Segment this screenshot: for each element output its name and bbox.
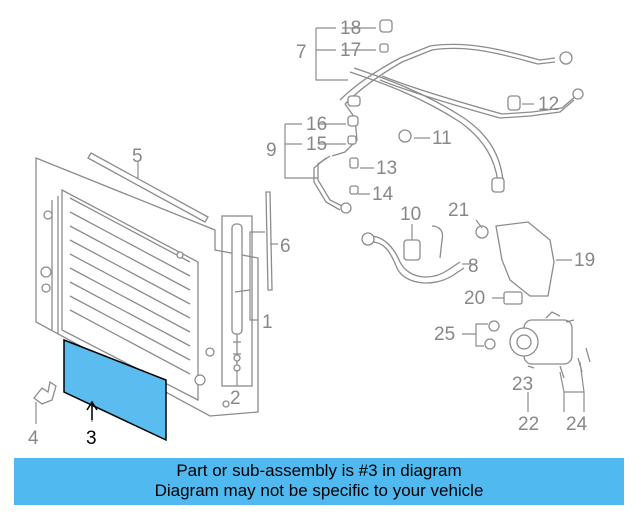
callout-2: 2 (230, 388, 241, 409)
seal-strip (87, 152, 209, 223)
callout-9: 9 (266, 140, 277, 161)
callout-16: 16 (306, 114, 327, 135)
banner-line-2: Diagram may not be specific to your vehi… (154, 481, 484, 500)
callout-24: 24 (566, 414, 588, 435)
refrigerant-lines (313, 43, 584, 214)
callout-4: 4 (28, 428, 39, 449)
leader-lines (35, 27, 585, 424)
parts-diagram: 1 2 3 4 5 6 7 8 9 10 11 12 13 14 15 16 1… (28, 18, 595, 449)
info-banner: Part or sub-assembly is #3 in diagram Di… (14, 458, 624, 505)
callout-17: 17 (340, 40, 361, 61)
callout-8: 8 (468, 256, 479, 277)
receiver-drier (221, 215, 253, 387)
callout-14: 14 (372, 184, 394, 205)
callout-5: 5 (132, 146, 143, 167)
callout-10: 10 (400, 204, 421, 225)
compressor (509, 311, 591, 379)
callout-20: 20 (464, 288, 485, 309)
heat-shield (495, 221, 555, 297)
callout-1: 1 (262, 312, 273, 333)
condenser-assembly (33, 152, 273, 442)
callout-15: 15 (306, 134, 327, 155)
callout-18: 18 (340, 18, 361, 39)
callout-3: 3 (86, 428, 97, 449)
banner-line-1: Part or sub-assembly is #3 in diagram (176, 461, 462, 480)
highlighted-part-3[interactable] (63, 338, 167, 442)
callout-13: 13 (376, 158, 397, 179)
callout-21: 21 (448, 200, 469, 221)
side-seal (265, 191, 273, 291)
condenser-core (40, 188, 230, 408)
callout-19: 19 (574, 250, 595, 271)
callout-11: 11 (432, 128, 452, 149)
suction-hose (361, 225, 465, 284)
bracket (33, 380, 57, 405)
callout-labels: 1 2 3 4 5 6 7 8 9 10 11 12 13 14 15 16 1… (28, 18, 595, 449)
callout-25: 25 (434, 324, 455, 345)
callout-22: 22 (518, 414, 539, 435)
callout-7: 7 (296, 42, 307, 63)
callout-12: 12 (538, 94, 559, 115)
fittings (347, 19, 523, 350)
arrow-part-3 (86, 400, 98, 420)
callout-23: 23 (512, 374, 533, 395)
callout-6: 6 (280, 236, 291, 257)
